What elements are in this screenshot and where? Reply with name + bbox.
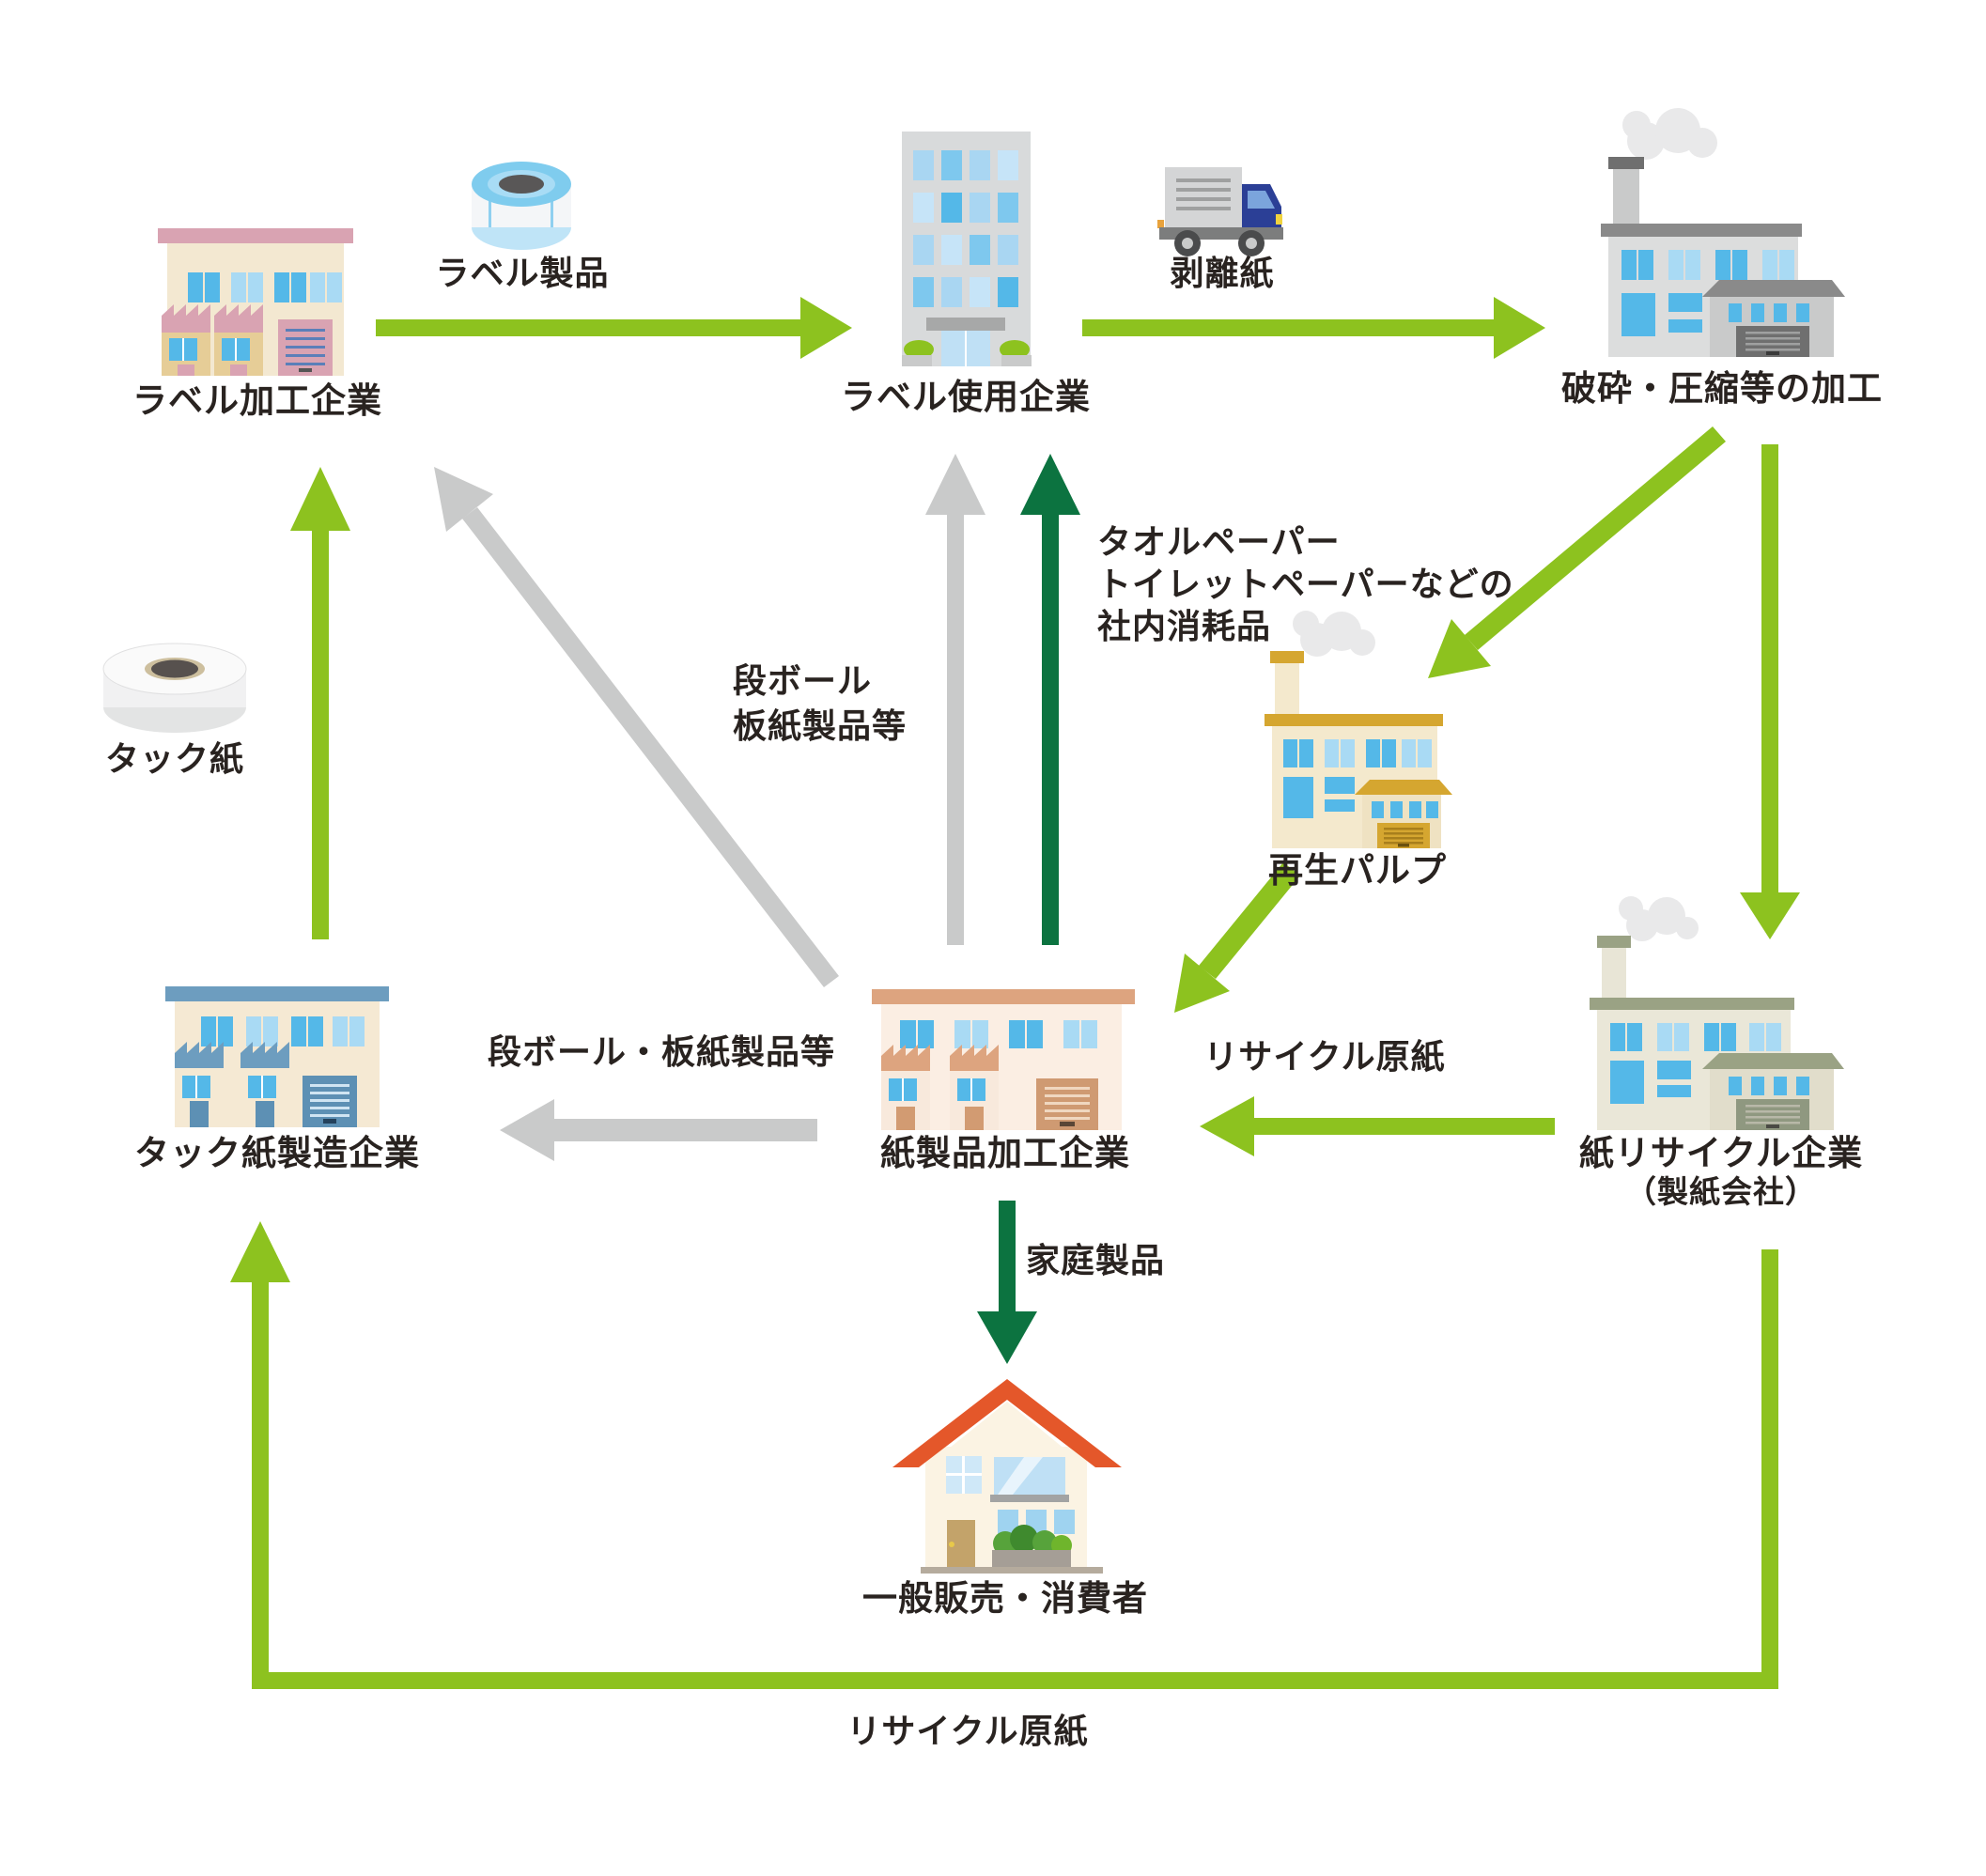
arrow-cardboard-up (925, 454, 985, 945)
arrow-label-products (376, 297, 852, 359)
node-sublabel-paper-recycling: （製紙会社） (1625, 1174, 1817, 1209)
node-label-recycled-pulp: 再生パルプ (1268, 851, 1447, 890)
edge-label-consumables-line2: トイレットペーパーなどの (1097, 565, 1514, 603)
factory-salmon-icon (872, 989, 1135, 1130)
node-label-consumers: 一般販売・消費者 (862, 1579, 1148, 1618)
edge-label-consumables-line3: 社内消耗品 (1097, 607, 1272, 645)
edge-label-release-paper: 剥離紙 (1170, 254, 1275, 292)
arrow-crushing-to-pulp (1428, 426, 1726, 678)
factory-olive-icon (1590, 896, 1844, 1130)
arrow-bottom-recycle-loop (230, 1221, 1778, 1689)
factory-gray-icon (1601, 108, 1845, 357)
edge-label-consumables: タオルペーパー トイレットペーパーなどの 社内消耗品 (1097, 520, 1514, 647)
arrow-cardboard-left (500, 1099, 817, 1161)
edge-label-cardboard-up-line1: 段ボール (733, 661, 873, 700)
arrow-consumables-up (1020, 454, 1080, 945)
edge-label-household-products: 家庭製品 (1025, 1241, 1166, 1279)
arrow-recycled-base-paper (1200, 1096, 1555, 1156)
node-label-crushing: 破砕・圧縮等の加工 (1561, 369, 1883, 408)
node-label-paper-recycling: 紙リサイクル企業 (1578, 1134, 1864, 1172)
edge-label-recycled-base-paper-right: リサイクル原紙 (1203, 1037, 1446, 1076)
edge-label-tack-paper: タック紙 (104, 739, 245, 778)
edge-label-cardboard-up: 段ボール 板紙製品等 (733, 659, 907, 749)
label-roll-icon (472, 162, 571, 250)
arrow-tack-paper (290, 467, 350, 939)
node-label-label-processing: ラベル加工企業 (132, 381, 382, 420)
tack-paper-roll-icon (102, 643, 247, 733)
office-building-icon (902, 132, 1032, 366)
edge-label-label-products: ラベル製品 (435, 254, 610, 292)
arrow-diagonal-to-label-processing (434, 467, 839, 987)
factory-yellow-icon (1265, 611, 1452, 848)
arrow-pulp-to-paper-products (1174, 862, 1300, 1013)
edge-label-cardboard-left: 段ボール・板紙製品等 (487, 1032, 836, 1071)
edge-label-recycled-base-paper-bottom: リサイクル原紙 (846, 1712, 1089, 1750)
arrow-release-paper (1082, 297, 1545, 359)
node-label-label-using: ラベル使用企業 (841, 378, 1091, 416)
factory-blue-icon (165, 986, 389, 1127)
node-label-paper-products: 紙製品加工企業 (880, 1134, 1130, 1172)
arrow-crushing-to-recycler (1740, 444, 1800, 939)
edge-label-cardboard-up-line2: 板紙製品等 (733, 706, 908, 745)
factory-pink-icon (158, 228, 353, 376)
house-icon (892, 1379, 1122, 1574)
edge-label-consumables-line1: タオルペーパー (1097, 522, 1341, 561)
node-label-tack-paper-mfg: タック紙製造企業 (134, 1134, 420, 1172)
truck-icon (1157, 167, 1283, 256)
arrow-household-products (977, 1201, 1037, 1364)
